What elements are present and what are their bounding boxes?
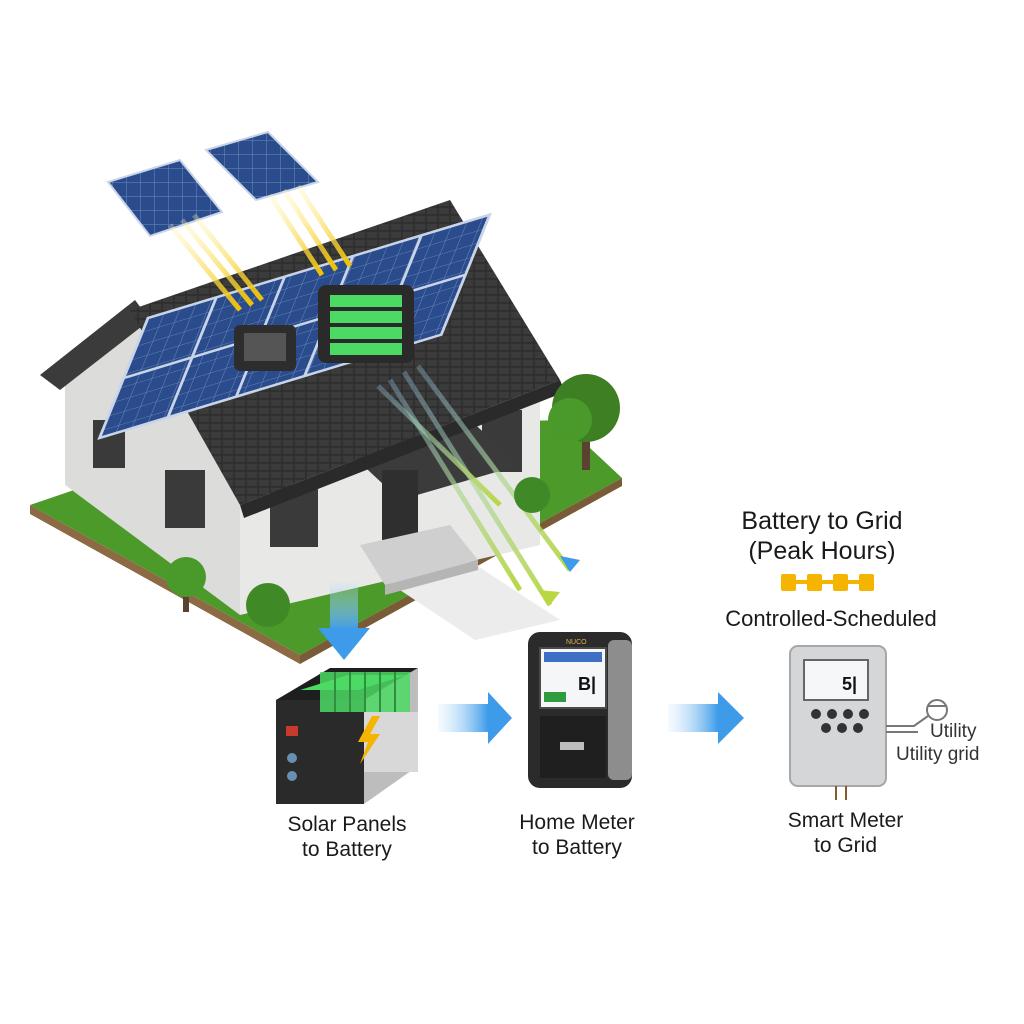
lightning-icon xyxy=(358,716,380,764)
battery-icon xyxy=(276,668,418,804)
tree-icon xyxy=(166,557,206,612)
roof-battery-small xyxy=(234,325,296,371)
label-utility: Utility xyxy=(930,721,977,742)
peak-hours-strip xyxy=(781,572,875,592)
label-controlled-scheduled: Controlled-Scheduled xyxy=(725,606,937,631)
smart-meter-readout: 5| xyxy=(842,674,857,694)
home-meter-readout: B| xyxy=(578,674,596,694)
label-line: Battery to Grid xyxy=(741,507,903,535)
label-home-meter-to-battery: Home Meter to Battery xyxy=(492,810,662,860)
door xyxy=(382,470,418,542)
window xyxy=(165,470,205,528)
home-meter-brand: NUCO xyxy=(566,639,587,646)
arrow-icon xyxy=(318,582,370,660)
arrow-icon xyxy=(438,692,512,744)
meter-icon: B| NUCO xyxy=(528,632,632,788)
tree-icon xyxy=(548,374,620,470)
roof-left xyxy=(40,300,150,390)
lawn-edge xyxy=(30,505,300,664)
label-line: to Battery xyxy=(532,836,622,859)
solar-beam-arrows xyxy=(168,184,353,312)
label-line: to Grid xyxy=(813,834,878,857)
label-line: Home Meter xyxy=(519,811,635,834)
flow-arrow-diagonal xyxy=(376,364,573,607)
label-battery-to-grid: Battery to Grid (Peak Hours) xyxy=(712,506,932,566)
label-line: (Peak Hours) xyxy=(748,537,896,565)
label-smart-meter-to-grid: Smart Meter to Grid xyxy=(758,808,933,858)
steps xyxy=(360,525,478,585)
plug-icon xyxy=(886,699,948,733)
roof-battery-large xyxy=(318,285,414,363)
label-utility-grid: Utility grid xyxy=(896,744,980,765)
shrub xyxy=(246,583,290,627)
solar-panel-icon xyxy=(204,130,320,202)
solar-panel-icon xyxy=(106,158,224,238)
meter-icon: 5| xyxy=(789,645,887,800)
label-line: Solar Panels xyxy=(287,813,407,836)
label-line: to Battery xyxy=(302,838,392,861)
label-solar-to-battery: Solar Panels to Battery xyxy=(262,812,432,862)
shrub xyxy=(514,477,550,513)
label-line: Smart Meter xyxy=(787,809,904,832)
arrow-icon xyxy=(668,692,744,744)
